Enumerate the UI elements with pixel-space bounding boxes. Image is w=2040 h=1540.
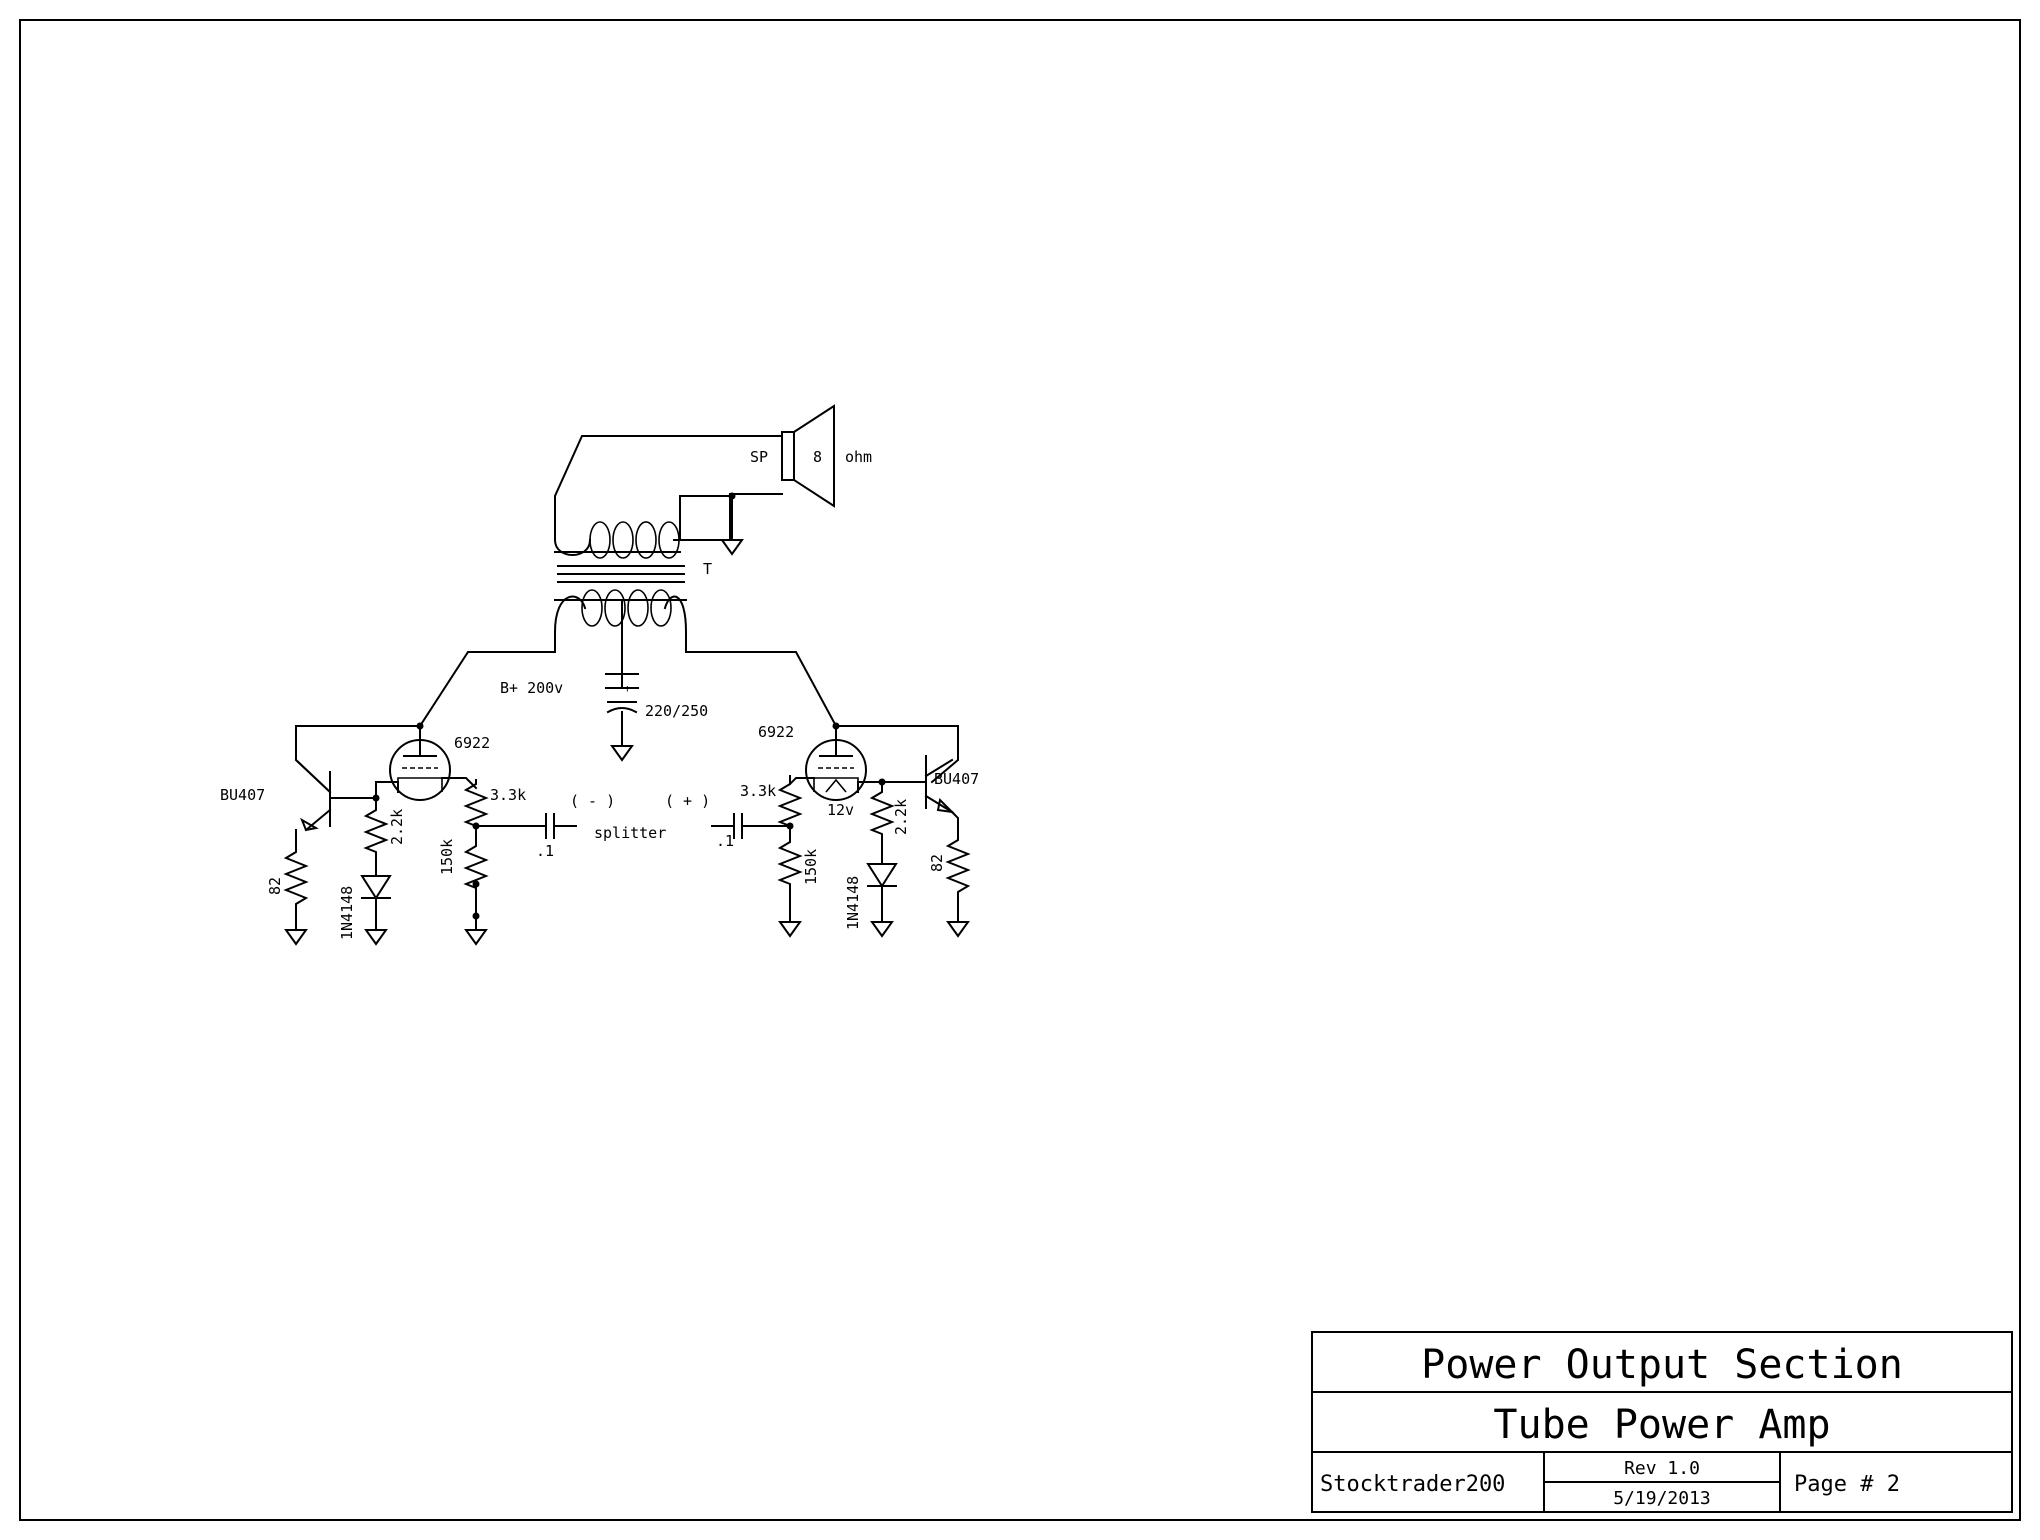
right-collector-wire [835, 725, 959, 784]
title-block-author: Stocktrader200 [1320, 1472, 1505, 1497]
left-grid-network [441, 777, 547, 946]
res-left-2k2-label: 2.2k [388, 809, 406, 845]
title-block-title: Power Output Section [1421, 1342, 1903, 1388]
bplus-supply: + [605, 599, 639, 762]
resistor-left-82 [283, 829, 309, 946]
tube-right [805, 725, 867, 801]
cap-left [545, 813, 577, 839]
transistor-right [924, 755, 955, 814]
resistor-left-2k2 [363, 797, 389, 871]
phase-pos-label: ( + ) [665, 792, 710, 810]
splitter-label: splitter [594, 824, 666, 842]
resistor-right-82 [945, 810, 971, 938]
transistor-left [294, 758, 377, 832]
tube-left-label: 6922 [454, 734, 490, 752]
heater-label: 12v [827, 801, 854, 819]
ground-speaker [720, 495, 744, 556]
res-left-3k3-label: 3.3k [490, 786, 526, 804]
svg-text:+: + [624, 682, 631, 695]
resistor-right-2k2 [869, 781, 895, 861]
secondary-coil [553, 521, 681, 559]
speaker-value-label: 8 [813, 448, 822, 466]
primary-coil [553, 589, 688, 634]
title-block [1311, 1331, 2013, 1513]
tube-right-label: 6922 [758, 723, 794, 741]
left-collector-wire [295, 725, 421, 794]
res-right-82-label: 82 [928, 854, 946, 872]
left-cathode-wire [375, 781, 399, 799]
transformer-core [557, 565, 685, 583]
bplus-label: B+ 200v [500, 679, 563, 697]
transistor-right-label: BU407 [934, 770, 979, 788]
speaker-unit-label: ohm [845, 448, 872, 466]
speaker [781, 404, 835, 508]
title-block-revision: Rev 1.0 [1624, 1458, 1700, 1479]
plate-wiring [418, 631, 838, 728]
res-right-3k3-label: 3.3k [740, 782, 776, 800]
speaker-ref-label: SP [750, 448, 768, 466]
phase-neg-label: ( - ) [570, 792, 615, 810]
diode-right-label: 1N4148 [844, 876, 862, 930]
title-block-page: Page # 2 [1794, 1472, 1900, 1497]
res-right-2k2-label: 2.2k [892, 799, 910, 835]
transformer-label: T [703, 560, 712, 578]
secondary-wiring [554, 435, 783, 541]
res-left-82-label: 82 [266, 877, 284, 895]
filter-cap-label: 220/250 [645, 702, 708, 720]
tube-left [389, 725, 451, 801]
diode-right [866, 859, 898, 938]
title-block-date: 5/19/2013 [1613, 1488, 1711, 1509]
right-grid-network [777, 775, 815, 938]
diode-left [360, 869, 392, 946]
title-block-subtitle: Tube Power Amp [1493, 1402, 1830, 1448]
cap-right-label: .1 [716, 832, 734, 850]
cap-right [711, 813, 791, 839]
cap-left-label: .1 [536, 842, 554, 860]
transistor-left-label: BU407 [220, 786, 265, 804]
res-right-150k-label: 150k [802, 849, 820, 885]
diode-left-label: 1N4148 [338, 886, 356, 940]
sheet-border [19, 19, 2021, 1521]
res-left-150k-label: 150k [438, 839, 456, 875]
